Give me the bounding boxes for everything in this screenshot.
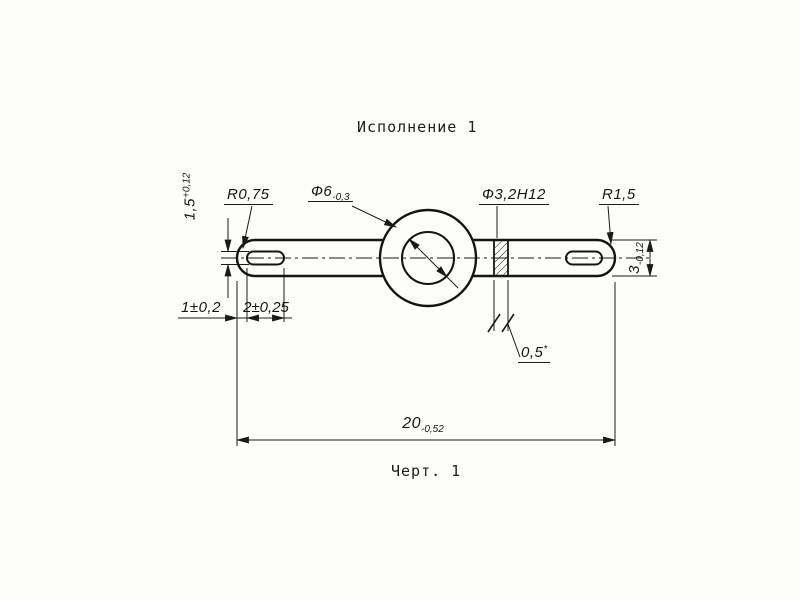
left-slot	[246, 250, 285, 266]
leader-lines	[242, 205, 614, 358]
hole-diameter-line	[408, 238, 448, 278]
variant-title: Исполнение 1	[357, 118, 478, 136]
dim-slot-length: 2±0,25	[243, 299, 289, 316]
band-width-leader	[507, 323, 521, 358]
part-outline	[235, 208, 617, 308]
dim-outer-diameter-value: Ф6	[311, 183, 333, 200]
dim-band-width: 0,5*	[518, 344, 551, 363]
dim-slot-width: 1,5+0,12	[182, 152, 199, 242]
dim-slot-radius: R0,75	[224, 186, 273, 205]
dim-overall-length-value: 20	[402, 415, 421, 432]
dim-band-width-value: 0,5	[521, 344, 544, 361]
dimension-lines	[178, 218, 657, 446]
band-slash-ticks	[487, 313, 515, 333]
dim-end-offset: 1±0,2	[181, 299, 221, 316]
right-end-arc	[596, 238, 617, 278]
outer-boss-circle	[378, 208, 478, 308]
dim-band-width-star: *	[543, 344, 548, 355]
dim-outer-diameter: Ф6-0,3	[308, 183, 353, 203]
dim-slot-width-value: 1,5	[181, 197, 199, 221]
right-slot	[565, 250, 603, 266]
dim-hole-diameter: Ф3,2H12	[479, 186, 549, 205]
hatch-band	[493, 240, 509, 276]
dim-strip-width-tolerance: -0,12	[635, 242, 646, 265]
slot-radius-leader	[242, 205, 253, 250]
dim-end-radius: R1,5	[599, 186, 639, 205]
end-radius-leader	[606, 205, 614, 246]
dim-overall-length: 20-0,52	[387, 415, 459, 435]
overall-extensions	[236, 282, 616, 446]
figure-caption: Черт. 1	[391, 462, 462, 480]
hole-diameter-overshoot	[446, 276, 459, 289]
outer-dia-leader	[351, 205, 397, 228]
band-extensions	[493, 280, 509, 331]
dim-overall-length-tolerance: -0,52	[421, 424, 444, 435]
center-hole	[400, 230, 456, 286]
dim-strip-width-value: 3	[626, 264, 643, 274]
dim-outer-diameter-tolerance: -0,3	[332, 192, 350, 203]
dim-strip-width: 3-0,12	[626, 213, 646, 303]
dim-slot-width-tolerance: +0,12	[181, 172, 193, 198]
